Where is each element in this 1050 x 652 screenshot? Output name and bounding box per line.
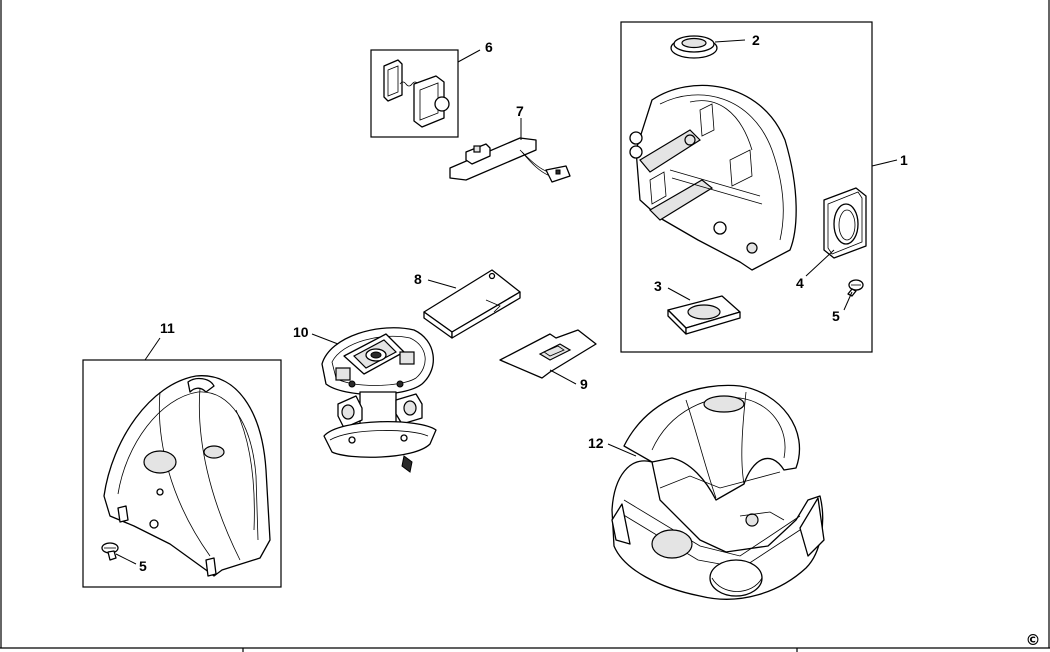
- part-11-rear-housing: [103, 375, 271, 577]
- part-4-lens-frame: [823, 187, 867, 259]
- callout-7: 7: [516, 103, 524, 119]
- callout-5-lower: 5: [139, 558, 147, 574]
- part-1-assembly-frame: [620, 21, 873, 353]
- callout-6: 6: [485, 39, 493, 55]
- callout-1: 1: [900, 152, 908, 168]
- part-11-frame: [82, 359, 282, 588]
- leader-12: [607, 443, 637, 457]
- callout-10: 10: [293, 324, 309, 340]
- callout-4: 4: [796, 275, 804, 291]
- leader-11: [144, 337, 161, 361]
- part-6-clip-set: [370, 49, 459, 138]
- leader-6: [457, 49, 481, 63]
- leader-4: [805, 249, 835, 277]
- callout-9: 9: [580, 376, 588, 392]
- callout-5-upper: 5: [832, 308, 840, 324]
- callout-8: 8: [414, 271, 422, 287]
- part-12-dome-housing: [611, 384, 825, 600]
- part-9-gasket-sheet: [499, 329, 597, 379]
- part-6-spring: [399, 81, 419, 87]
- leader-8: [427, 279, 457, 289]
- part-10-pendulum-assembly: [321, 327, 437, 473]
- callout-11: 11: [160, 320, 175, 336]
- callout-labels: 2 1 4 3 5 6 7 8 9 10 11 12 5: [139, 32, 908, 574]
- part-3-window-bracket: [667, 295, 741, 335]
- leader-9: [549, 369, 577, 385]
- leader-1: [871, 159, 898, 167]
- part-5-screw-upper: [847, 279, 864, 297]
- callout-2: 2: [752, 32, 760, 48]
- leader-3: [667, 287, 691, 301]
- part-7-circuit-board: [449, 137, 571, 183]
- leader-10: [311, 333, 339, 345]
- callout-3: 3: [654, 278, 662, 294]
- leader-lines: [115, 39, 898, 565]
- leader-2: [714, 39, 746, 43]
- part-5-screw-lower: [101, 542, 119, 561]
- part-8-flat-plate: [423, 269, 521, 339]
- part-1-main-housing: [629, 84, 797, 271]
- leader-5a: [843, 291, 853, 311]
- part-2-ring-cap: [670, 35, 718, 59]
- leader-5b: [115, 553, 137, 565]
- copyright-mark: ©: [1025, 631, 1041, 649]
- part-6-frame: [370, 49, 459, 138]
- callout-12: 12: [588, 435, 604, 451]
- part-6-right-clip: [413, 75, 450, 128]
- part-6-left-clip: [383, 59, 403, 102]
